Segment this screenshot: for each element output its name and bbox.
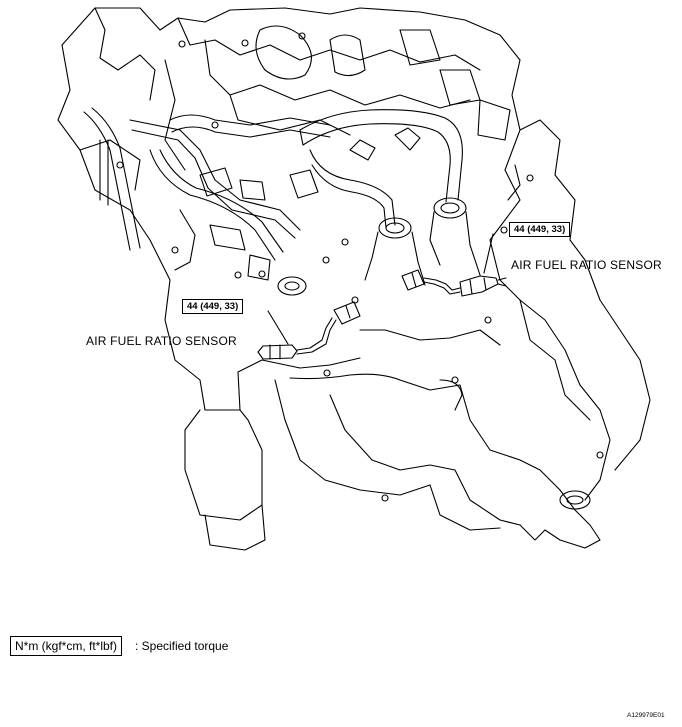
left-af-sensor-drawing bbox=[257, 301, 361, 360]
hose-bundle-left bbox=[83, 32, 331, 261]
label-air-fuel-ratio-sensor-left: AIR FUEL RATIO SENSOR bbox=[86, 334, 237, 348]
torque-spec-left: 44 (449, 33) bbox=[182, 299, 244, 314]
leader-lines bbox=[267, 233, 494, 345]
legend-description: : Specified torque bbox=[135, 639, 229, 653]
torque-spec-right: 44 (449, 33) bbox=[509, 222, 571, 237]
bracket-details bbox=[174, 167, 359, 304]
right-af-sensor-drawing bbox=[401, 269, 507, 297]
crossover-pipe bbox=[299, 109, 481, 286]
legend-torque-units: N*m (kgf*cm, ft*lbf) bbox=[10, 636, 123, 656]
engine-block-right bbox=[484, 119, 651, 501]
figure-id: A129979E01 bbox=[627, 712, 665, 719]
engine-block-outline bbox=[57, 7, 521, 321]
exhaust-manifold bbox=[164, 319, 601, 551]
label-air-fuel-ratio-sensor-right: AIR FUEL RATIO SENSOR bbox=[511, 258, 662, 272]
